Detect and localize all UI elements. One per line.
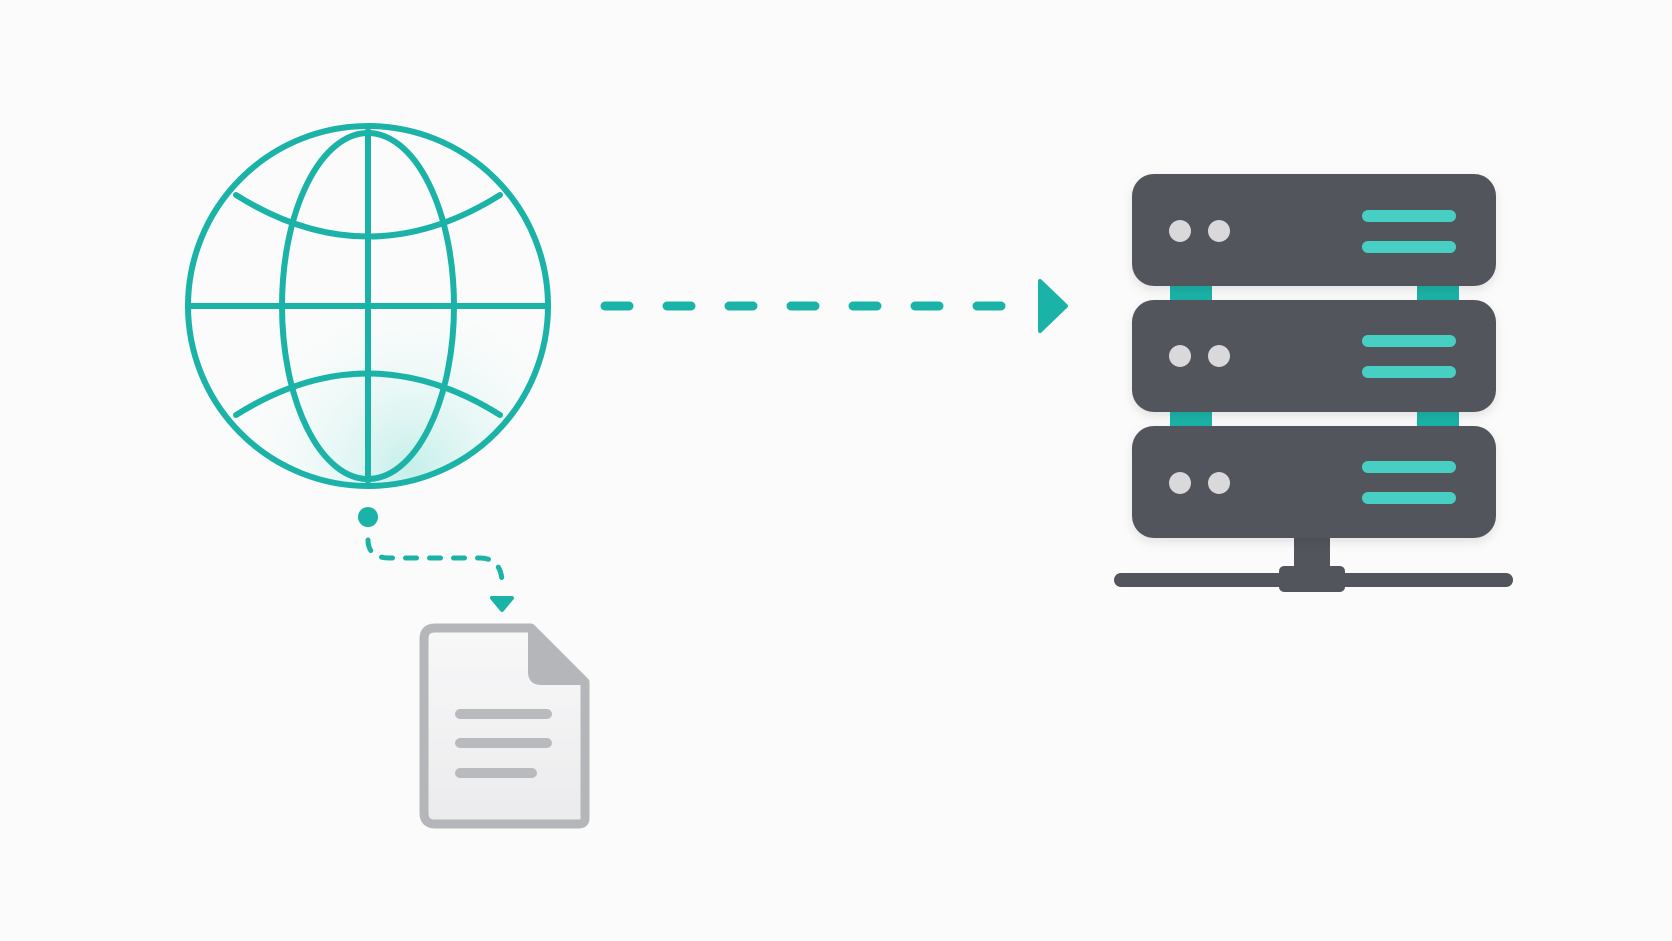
document-icon <box>419 623 590 829</box>
status-light <box>1169 345 1191 367</box>
server-unit <box>1132 426 1496 538</box>
rack-connector <box>1417 409 1459 427</box>
server-unit-body <box>1132 300 1496 412</box>
status-light <box>1169 472 1191 494</box>
rack-connector <box>1170 284 1212 302</box>
server-unit-body <box>1132 174 1496 286</box>
arrowhead-icon <box>1038 279 1068 333</box>
server-unit <box>1132 174 1496 286</box>
server-unit-body <box>1132 426 1496 538</box>
dashed-connector <box>365 537 505 583</box>
connector-dot <box>358 507 378 527</box>
document-folded-corner <box>528 625 588 685</box>
server-rack-icon <box>1114 174 1513 592</box>
status-light <box>1208 345 1230 367</box>
globe-icon <box>185 123 551 489</box>
rack-connector <box>1170 409 1212 427</box>
arrowhead-icon <box>490 596 514 612</box>
status-light <box>1208 220 1230 242</box>
globe-latitude-upper <box>233 192 503 240</box>
arrow-globe-to-server <box>600 279 1068 333</box>
globe-latitude-lower <box>233 370 503 418</box>
server-unit <box>1132 300 1496 412</box>
server-base-connector <box>1279 566 1345 592</box>
globe-longitude <box>279 130 457 482</box>
status-light <box>1169 220 1191 242</box>
rack-connector <box>1417 284 1459 302</box>
status-light <box>1208 472 1230 494</box>
arrow-globe-to-document <box>358 507 514 612</box>
